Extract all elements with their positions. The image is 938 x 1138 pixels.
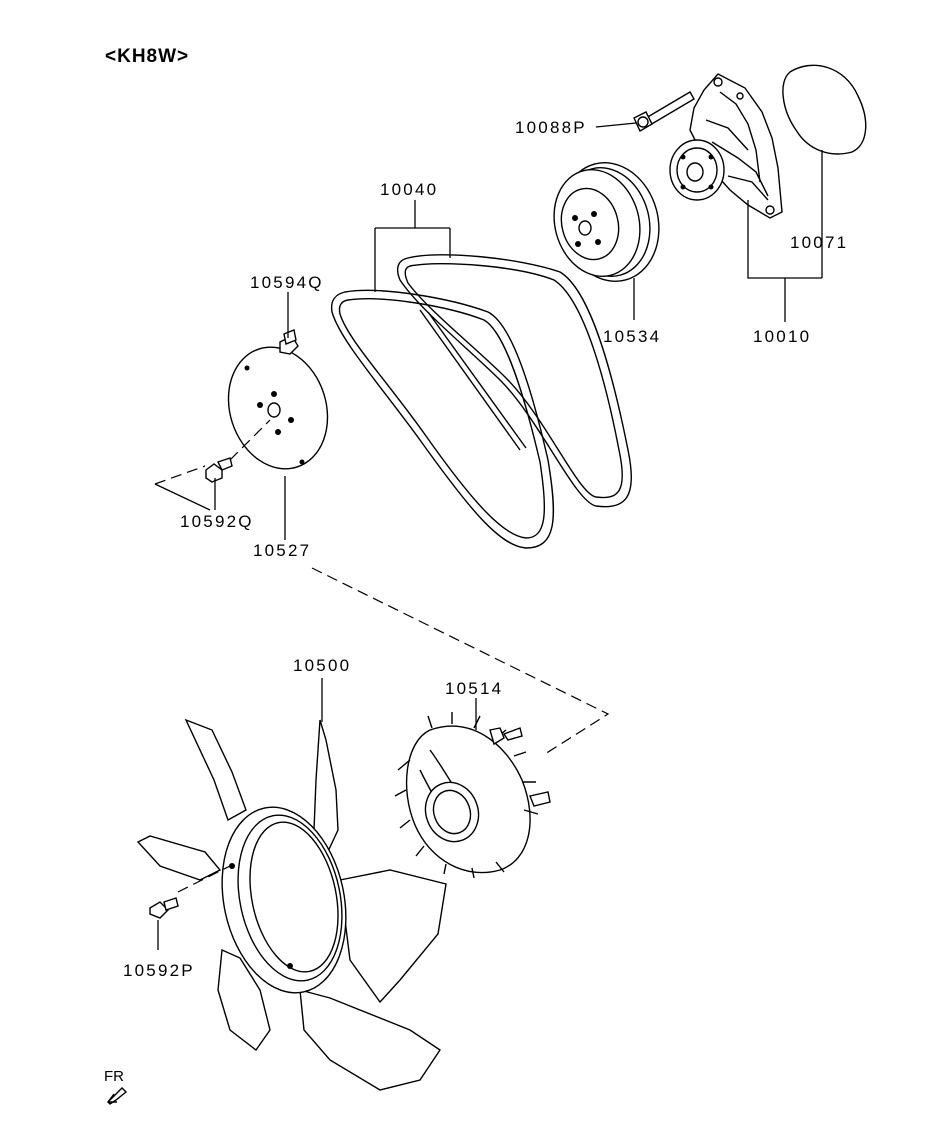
pump-gasket <box>782 64 867 155</box>
cooling-fan <box>136 718 447 1091</box>
part-label-10592p: 10592P <box>123 961 195 980</box>
part-label-10514: 10514 <box>445 679 503 698</box>
part-label-10500: 10500 <box>293 656 351 675</box>
bolt-10592q <box>205 457 233 483</box>
water-pump <box>669 73 783 219</box>
fan-pulley <box>227 346 329 470</box>
drive-belt-front <box>330 289 555 549</box>
part-label-10594q: 10594Q <box>250 273 324 292</box>
fan-clutch <box>394 712 551 879</box>
part-label-10040: 10040 <box>380 180 438 199</box>
front-arrow-icon <box>107 1087 128 1105</box>
part-label-10592q: 10592Q <box>180 512 254 531</box>
bolt-10088p <box>633 91 695 132</box>
nut-10594q <box>279 329 299 355</box>
part-label-10527: 10527 <box>253 541 311 560</box>
direction-label: FR <box>104 1068 124 1085</box>
part-label-10010: 10010 <box>753 327 811 346</box>
bolt-10592p <box>149 897 179 919</box>
part-label-10088p: 10088P <box>515 118 587 137</box>
drive-belt-rear <box>396 254 632 508</box>
part-label-10534: 10534 <box>603 327 661 346</box>
pump-pulley <box>553 162 660 282</box>
diagram-title: <KH8W> <box>105 46 189 67</box>
leader-lines <box>154 122 823 950</box>
part-label-10071: 10071 <box>790 233 848 252</box>
